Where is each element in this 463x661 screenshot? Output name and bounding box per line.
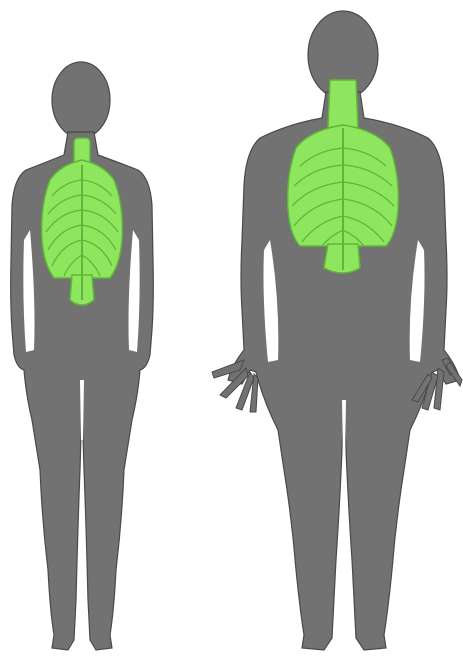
anatomy-illustration	[0, 0, 463, 661]
male-figure	[0, 0, 463, 661]
